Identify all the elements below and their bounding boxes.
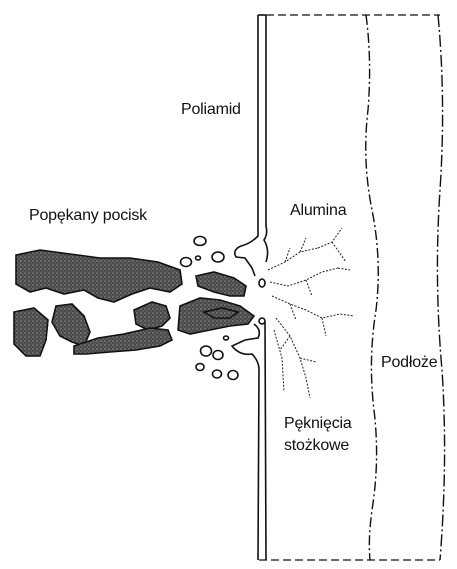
projectile-fragment-main [16,250,182,302]
conical-cracks [268,228,354,398]
label-alumina: Alumina [290,200,346,221]
cracked-projectile [14,250,254,356]
projectile-fragment-tip-upper [196,272,246,296]
alumina-substrate-boundary [366,15,379,560]
label-polyamide: Poliamid [181,99,241,120]
substrate-right-edge [437,15,444,560]
label-cracked-projectile: Popękany pocisk [29,205,147,226]
label-cone-cracks-line2: stożkowe [284,435,349,456]
label-substrate: Podłoże [381,352,437,373]
projectile-fragment-left [14,308,48,356]
projectile-fragment-right [134,302,170,330]
label-cone-cracks-line1: Pęknięcia [284,413,352,434]
projectile-fragment-middle [52,304,90,346]
